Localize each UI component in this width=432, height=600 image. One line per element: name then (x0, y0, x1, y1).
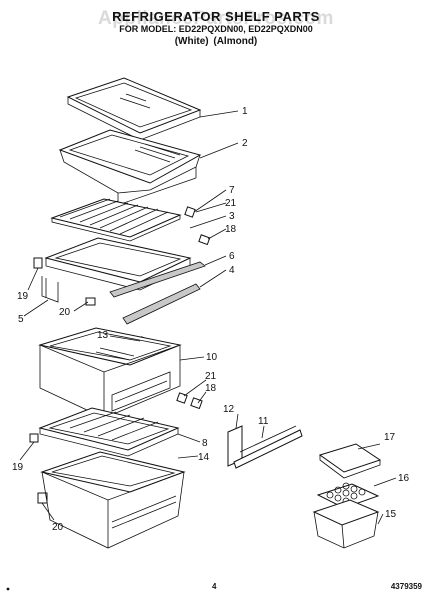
callout-18: 18 (225, 224, 237, 235)
color-variants: (White) (Almond) (174, 36, 258, 47)
callout-19: 19 (12, 462, 24, 473)
callout-19: 19 (17, 291, 29, 302)
part-14-crisper-pan (40, 451, 186, 549)
callout-16: 16 (398, 473, 410, 484)
callout-20: 20 (59, 307, 71, 318)
callout-5: 5 (18, 314, 24, 325)
part-2-crisper-frame (58, 129, 202, 206)
part-5-bracket (41, 276, 59, 303)
callout-2: 2 (242, 138, 248, 149)
callout-4: 4 (229, 265, 235, 276)
callout-7: 7 (229, 185, 235, 196)
callout-6: 6 (229, 251, 235, 262)
callout-15: 15 (385, 509, 397, 520)
part-7-shelf-grid (50, 198, 182, 242)
page-title: REFRIGERATOR SHELF PARTS (112, 9, 320, 24)
page-number: 4 (212, 582, 217, 591)
callout-20: 20 (52, 522, 64, 533)
part-4-trim-strip (122, 283, 201, 325)
callout-11: 11 (258, 416, 269, 427)
callout-21: 21 (205, 371, 217, 382)
callout-8: 8 (202, 438, 208, 449)
callout-17: 17 (384, 432, 396, 443)
part-1-glass-cover (66, 77, 202, 141)
part-3-shelf-frame (44, 237, 192, 291)
callout-18: 18 (205, 383, 217, 394)
part-15-egg-bin (312, 499, 380, 549)
callout-labels: 1 2 7 21 3 18 6 4 19 5 20 13 10 21 18 12… (12, 106, 410, 533)
leader-lines (19, 110, 397, 525)
document-number: 4379359 (390, 582, 422, 591)
part-8-lower-shelf (38, 407, 180, 457)
part-17-egg-tray-lid (318, 443, 382, 479)
callout-10: 10 (206, 352, 218, 363)
callout-21: 21 (225, 198, 237, 209)
callout-12: 12 (223, 404, 235, 415)
part-10-drawer (38, 327, 182, 419)
callout-1: 1 (242, 106, 248, 117)
callout-14: 14 (198, 452, 210, 463)
model-numbers: FOR MODEL: ED22PQXDN00, ED22PQXDN00 (119, 24, 313, 34)
corner-dot (6, 587, 10, 591)
callout-13: 13 (97, 330, 109, 341)
callout-3: 3 (229, 211, 235, 222)
part-12-11-brackets (227, 425, 303, 469)
part-6-shelf-rail (109, 261, 206, 298)
